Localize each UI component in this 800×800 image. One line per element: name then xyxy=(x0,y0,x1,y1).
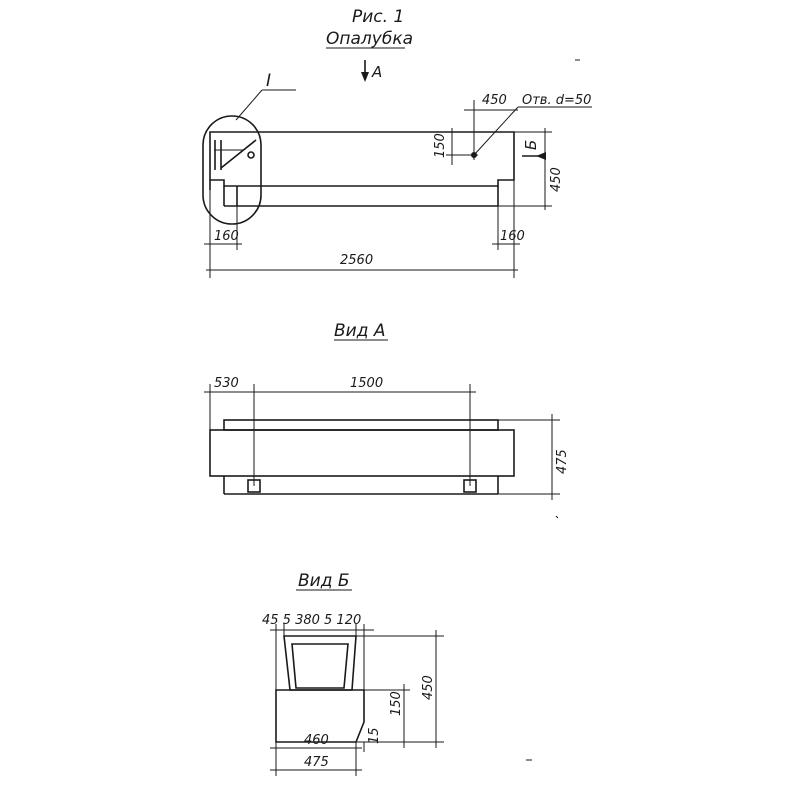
stray-mark-3 xyxy=(555,515,559,519)
detail-mark: I xyxy=(266,71,271,91)
view-b-title: Вид Б xyxy=(298,571,350,591)
dims-top: 45 5 380 5 120 xyxy=(262,613,361,628)
fig1-subtitle: Опалубка xyxy=(326,29,413,49)
view-b-top-inner xyxy=(291,643,349,689)
dim-1500: 1500 xyxy=(350,376,383,391)
view-a-mark: А xyxy=(371,63,382,81)
dim-b-475: 475 xyxy=(304,755,329,770)
hole-label: Отв. d=50 xyxy=(522,93,591,108)
dim-530: 530 xyxy=(214,376,239,391)
fig1-title: Рис. 1 xyxy=(352,7,404,27)
view-b-top-outer xyxy=(283,635,357,691)
dim-2560: 2560 xyxy=(340,253,373,268)
fig1-formwork: Рис. 1 Опалубка А I Отв. d=50 xyxy=(202,7,592,278)
dim-450-top: 450 xyxy=(482,93,507,108)
dim-b-450: 450 xyxy=(421,675,436,700)
section-b-mark: Б xyxy=(522,140,540,150)
detail-hole-icon xyxy=(247,151,255,159)
view-a: Вид А 530 1500 475 xyxy=(204,321,570,500)
detail-outline xyxy=(202,115,262,225)
view-a-body xyxy=(209,429,515,477)
section-b-arrowhead xyxy=(536,152,546,160)
dim-450-right: 450 xyxy=(549,167,564,192)
hole-leader xyxy=(473,106,519,156)
view-a-arrowhead xyxy=(361,72,369,82)
dim-b-460: 460 xyxy=(304,733,329,748)
dim-160-right: 160 xyxy=(500,229,525,244)
view-b: Вид Б 45 5 380 5 120 150 450 460 15 475 xyxy=(262,571,444,776)
dim-160-left: 160 xyxy=(214,229,239,244)
detail-diagonal xyxy=(220,139,257,169)
view-a-top-chamfer xyxy=(223,419,499,431)
dim-b-15: 15 xyxy=(367,727,382,744)
view-a-title: Вид А xyxy=(334,321,386,341)
detail-leader-d xyxy=(235,89,263,121)
dim-475: 475 xyxy=(555,449,570,474)
dim-b-150: 150 xyxy=(389,691,404,716)
dim-150-text: 150 xyxy=(433,133,448,158)
